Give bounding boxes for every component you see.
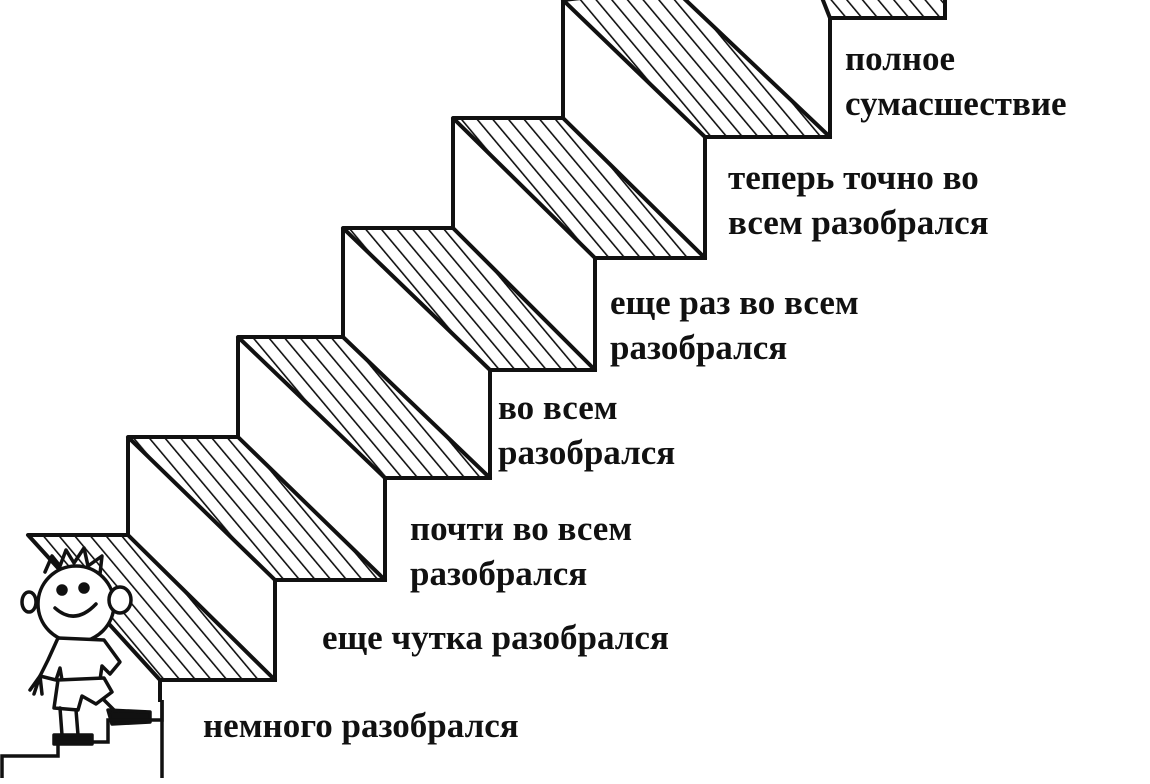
step-label-line: почти во всем xyxy=(410,509,633,548)
step-label-line: во всем xyxy=(498,388,618,427)
step-label-line: еще раз во всем xyxy=(610,283,859,322)
step-label-4: во всем разобрался xyxy=(498,385,675,475)
step-label-line: разобрался xyxy=(410,554,588,593)
step-label-7: полное сумасшествие xyxy=(845,36,1067,126)
step-label-line: еще чутка разобрался xyxy=(322,618,669,657)
step-label-line: полное xyxy=(845,39,956,78)
step-label-3: почти во всем разобрался xyxy=(410,506,632,596)
staircase xyxy=(26,0,947,702)
step-label-line: всем разобрался xyxy=(728,203,989,242)
boy-icon xyxy=(20,546,152,746)
stair-tread-3 xyxy=(236,335,492,480)
step-label-5: еще раз во всем разобрался xyxy=(610,280,859,370)
lower-step-lines xyxy=(0,700,164,778)
stair-tread-5 xyxy=(451,116,707,260)
stair-tread-4 xyxy=(341,226,597,372)
stair-tread-6 xyxy=(561,0,832,139)
step-label-1: немного разобрался xyxy=(203,703,519,748)
stair-tread-7 xyxy=(820,0,947,20)
step-label-line: немного разобрался xyxy=(203,706,519,745)
step-label-line: разобрался xyxy=(610,328,788,367)
step-label-2: еще чутка разобрался xyxy=(322,615,669,660)
step-label-line: теперь точно во xyxy=(728,158,979,197)
stair-tread-2 xyxy=(126,435,387,582)
step-label-line: разобрался xyxy=(498,433,676,472)
step-label-6: теперь точно во всем разобрался xyxy=(728,155,989,245)
step-label-line: сумасшествие xyxy=(845,84,1067,123)
